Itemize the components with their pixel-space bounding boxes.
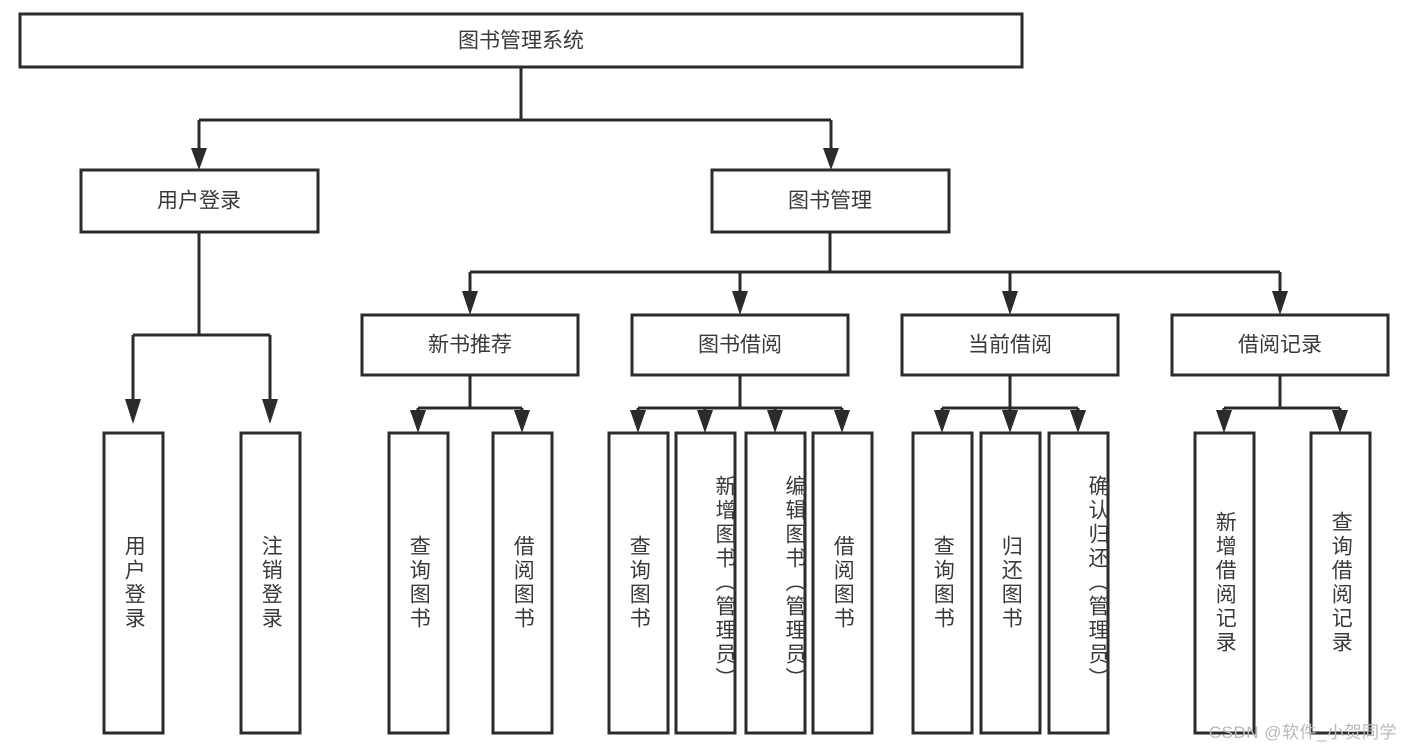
leaf-box-query-book-2[interactable] (607, 431, 670, 735)
node-current-borrow[interactable] (900, 313, 1120, 377)
arrow-head-level3-3 (1002, 291, 1018, 315)
leaf-box-add-book[interactable] (674, 431, 737, 735)
arrow-head-level3-2 (732, 291, 748, 315)
arrow-head-leaf-add-book (697, 410, 713, 433)
arrow-head-leaf-return-book (1002, 410, 1018, 433)
leaf-box-query-book-3[interactable] (911, 431, 974, 735)
node-borrow-record[interactable] (1170, 313, 1390, 377)
arrow-head-leaf-borrow-book-2 (834, 410, 850, 433)
node-new-book-recommend-label: 新书推荐 (428, 334, 512, 357)
node-root-label: 图书管理系统 (458, 30, 584, 53)
arrow-head-leaf-query-book-3 (934, 410, 950, 433)
node-borrow-record-label: 借阅记录 (1238, 334, 1322, 357)
leaf-box-return-book[interactable] (979, 431, 1042, 735)
arrow-head-leaf-logout (262, 399, 278, 424)
leaf-box-edit-book[interactable] (744, 431, 807, 735)
leaf-box-borrow-book-1[interactable] (491, 431, 554, 735)
arrow-head-leaf-borrow-book-1 (514, 410, 530, 433)
node-book-management[interactable] (710, 168, 951, 234)
arrow-head-leaf-confirm-return (1070, 410, 1086, 433)
arrow-head-leaf-add-record (1216, 410, 1232, 433)
arrow-head-leaf-user-login (125, 399, 141, 424)
leaf-box-add-record[interactable] (1193, 431, 1256, 735)
node-new-book-recommend[interactable] (360, 313, 580, 377)
leaf-box-query-book-1[interactable] (387, 431, 450, 735)
leaf-box-logout[interactable] (239, 431, 302, 735)
arrow-head-level3-1 (462, 291, 478, 315)
node-current-borrow-label: 当前借阅 (968, 334, 1052, 357)
arrow-head-leaf-query-book-1 (410, 410, 426, 433)
leaf-box-user-login[interactable] (102, 431, 165, 735)
arrow-head-level2-2 (823, 148, 839, 170)
node-book-borrow-label: 图书借阅 (698, 334, 782, 357)
leaf-box-borrow-book-2[interactable] (811, 431, 874, 735)
arrow-head-leaf-edit-book (767, 410, 783, 433)
arrow-head-leaf-query-book-2 (630, 410, 646, 433)
arrow-head-level2-1 (191, 148, 207, 170)
leaf-box-query-record[interactable] (1309, 431, 1372, 735)
node-user-login-label: 用户登录 (157, 190, 241, 213)
arrow-head-level3-4 (1272, 291, 1288, 315)
csdn-watermark: CSDN @软件_小贺同学 (1208, 723, 1397, 742)
leaf-box-confirm-return[interactable] (1047, 431, 1110, 735)
node-book-management-label: 图书管理 (788, 190, 872, 213)
node-book-borrow[interactable] (630, 313, 850, 377)
node-root[interactable] (18, 12, 1024, 69)
arrow-head-leaf-query-record (1332, 410, 1348, 433)
